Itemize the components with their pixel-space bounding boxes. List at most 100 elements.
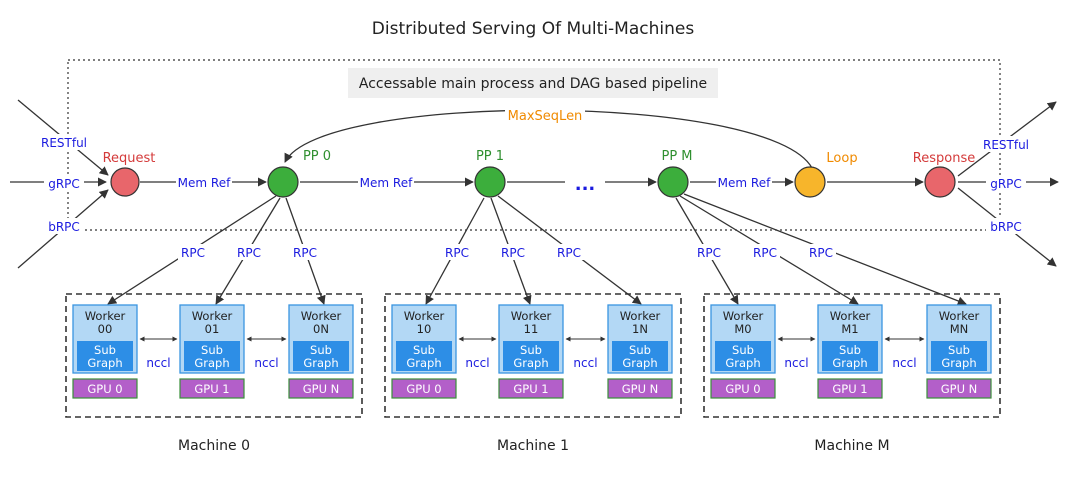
worker-id: M0 <box>734 322 751 336</box>
gpu-box <box>179 378 245 399</box>
maxseqlen-label: MaxSeqLen <box>508 109 583 124</box>
rpc-label: RPC <box>501 246 525 260</box>
subgraph-graph: Graph <box>194 356 229 370</box>
loop-label: Loop <box>826 151 857 166</box>
restful-in-label: RESTful <box>41 136 87 150</box>
worker-name: Worker <box>723 309 764 323</box>
nccl-label: nccl <box>465 356 489 370</box>
brpc-in-label: bRPC <box>48 220 80 234</box>
rpc-label-bg <box>554 244 584 260</box>
rpc-label: RPC <box>293 246 317 260</box>
gpu-label: GPU 1 <box>832 382 867 396</box>
gpu-label: GPU 0 <box>87 382 122 396</box>
mem-ref-label-2-bg <box>716 174 772 190</box>
subgraph-graph: Graph <box>303 356 338 370</box>
rpc-label: RPC <box>697 246 721 260</box>
nccl-label: nccl <box>573 356 597 370</box>
rpc-label-bg <box>806 244 836 260</box>
restful-out-label-bg <box>980 136 1032 152</box>
mem-ref-label-0-bg <box>176 174 232 190</box>
machine-m-label: Machine M <box>814 438 889 454</box>
worker-name: Worker <box>301 309 342 323</box>
machine-0-label: Machine 0 <box>178 438 250 454</box>
worker-id: 00 <box>98 322 113 336</box>
grpc-out-label-bg <box>986 175 1026 191</box>
worker-name: Worker <box>192 309 233 323</box>
subgraph-sub: Sub <box>520 343 542 357</box>
gpu-label: GPU N <box>941 382 978 396</box>
request-node <box>110 167 140 197</box>
nccl-label: nccl <box>254 356 278 370</box>
subgraph-sub: Sub <box>201 343 223 357</box>
worker-id: 01 <box>205 322 220 336</box>
rpc-label-bg <box>750 244 780 260</box>
subgraph-box <box>612 341 668 371</box>
subgraph-box <box>822 341 878 371</box>
rpc-label-bg <box>498 244 528 260</box>
subgraph-sub: Sub <box>839 343 861 357</box>
maxseqlen-label-bg <box>505 106 585 124</box>
gpu-label: GPU N <box>303 382 340 396</box>
ellipsis: ... <box>575 174 596 195</box>
subgraph-box <box>77 341 133 371</box>
gpu-box <box>498 378 564 399</box>
subgraph-box <box>715 341 771 371</box>
subgraph-sub: Sub <box>413 343 435 357</box>
subgraph-box <box>931 341 987 371</box>
response-label: Response <box>913 151 975 166</box>
worker-id: 11 <box>524 322 539 336</box>
subgraph-sub: Sub <box>629 343 651 357</box>
mem-ref-label-1: Mem Ref <box>360 176 413 190</box>
gpu-box <box>288 378 354 399</box>
restful-in-label-bg <box>38 134 90 150</box>
gpu-box <box>710 378 776 399</box>
subgraph-graph: Graph <box>406 356 441 370</box>
rpc-label: RPC <box>809 246 833 260</box>
worker-id: 1N <box>632 322 648 336</box>
nccl-label: nccl <box>784 356 808 370</box>
subgraph-graph: Graph <box>622 356 657 370</box>
rpc-label: RPC <box>181 246 205 260</box>
rpc-label: RPC <box>445 246 469 260</box>
worker-id: MN <box>950 322 969 336</box>
banner-text: Accessable main process and DAG based pi… <box>359 76 707 92</box>
rpc-label-bg <box>442 244 472 260</box>
gpu-label: GPU 1 <box>513 382 548 396</box>
loop-node <box>794 166 826 198</box>
subgraph-sub: Sub <box>948 343 970 357</box>
gpu-box <box>607 378 673 399</box>
machine-1-label: Machine 1 <box>497 438 569 454</box>
gpu-label: GPU 1 <box>194 382 229 396</box>
grpc-in-label: gRPC <box>48 177 80 191</box>
gpu-box <box>72 378 138 399</box>
subgraph-sub: Sub <box>94 343 116 357</box>
gpu-box <box>926 378 992 399</box>
gpu-label: GPU 0 <box>406 382 441 396</box>
subgraph-box <box>293 341 349 371</box>
nccl-label: nccl <box>892 356 916 370</box>
rpc-label: RPC <box>557 246 581 260</box>
rpc-label: RPC <box>753 246 777 260</box>
restful-out-label: RESTful <box>983 138 1029 152</box>
gpu-box <box>817 378 883 399</box>
diagram-title: Distributed Serving Of Multi-Machines <box>372 19 695 39</box>
worker-name: Worker <box>620 309 661 323</box>
rpc-label-bg <box>694 244 724 260</box>
brpc-out-label-bg <box>986 218 1026 234</box>
mem-ref-label-0: Mem Ref <box>178 176 231 190</box>
mem-ref-label-1-bg <box>358 174 414 190</box>
gpu-box <box>391 378 457 399</box>
pp1-label: PP 1 <box>476 149 504 164</box>
subgraph-box <box>396 341 452 371</box>
subgraph-graph: Graph <box>513 356 548 370</box>
subgraph-graph: Graph <box>941 356 976 370</box>
request-label: Request <box>103 151 156 166</box>
ppm-label: PP M <box>661 149 692 164</box>
nccl-label: nccl <box>146 356 170 370</box>
rpc-label-bg <box>290 244 320 260</box>
worker-name: Worker <box>830 309 871 323</box>
subgraph-graph: Graph <box>725 356 760 370</box>
rpc-labels: RPC RPC RPC RPC RPC RPC RPC RPC RPC <box>178 244 836 260</box>
rpc-label: RPC <box>237 246 261 260</box>
